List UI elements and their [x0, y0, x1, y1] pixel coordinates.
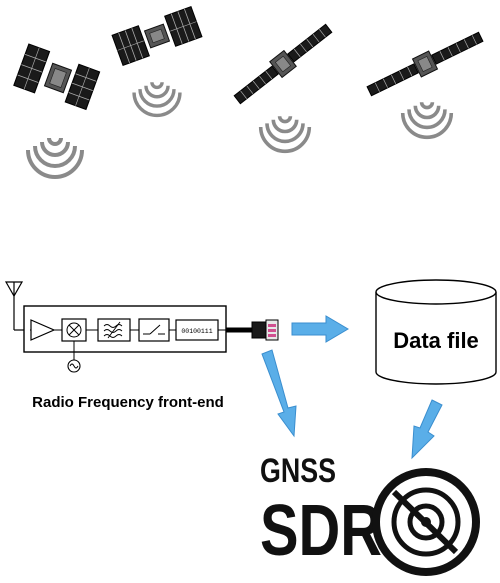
bits-text: 00100111: [181, 328, 212, 335]
satellite-icon: [366, 31, 484, 97]
oscillator-icon: [67, 341, 81, 373]
signal-waves-icon: [26, 136, 84, 179]
adc-bits-icon: 00100111: [175, 319, 219, 341]
signal-waves-icon: [132, 80, 182, 118]
mixer-icon: [61, 318, 87, 342]
switch-icon: [138, 318, 170, 342]
satellite-4: [366, 31, 484, 140]
frontend-label: Radio Frequency front-end: [32, 394, 224, 411]
logo-sdr-text: SDR: [260, 491, 382, 571]
arrow-to-gnss-sdr: [261, 349, 297, 438]
usb-connector-icon: [251, 319, 279, 341]
data-file-cylinder: Data file: [375, 279, 497, 385]
satellite-3: [233, 23, 333, 154]
satellite-icon: [233, 23, 333, 105]
data-file-label: Data file: [393, 328, 479, 353]
rf-frontend: 00100111 Radio Frequency front-end: [4, 281, 279, 411]
gnss-sdr-logo: GNSS SDR: [260, 452, 480, 576]
radar-dish-icon: [372, 468, 480, 576]
filter-icon: [97, 318, 131, 342]
satellite-icon: [13, 43, 101, 111]
satellite-icon: [111, 5, 203, 67]
satellite-1: [13, 43, 101, 179]
arrow-to-datafile: [291, 315, 349, 343]
signal-waves-icon: [400, 100, 454, 140]
satellite-2: [111, 5, 203, 118]
logo-gnss-text: GNSS: [260, 452, 336, 490]
signal-waves-icon: [258, 114, 312, 154]
amplifier-icon: [30, 319, 56, 341]
arrow-datafile-to-sdr: [411, 399, 443, 460]
